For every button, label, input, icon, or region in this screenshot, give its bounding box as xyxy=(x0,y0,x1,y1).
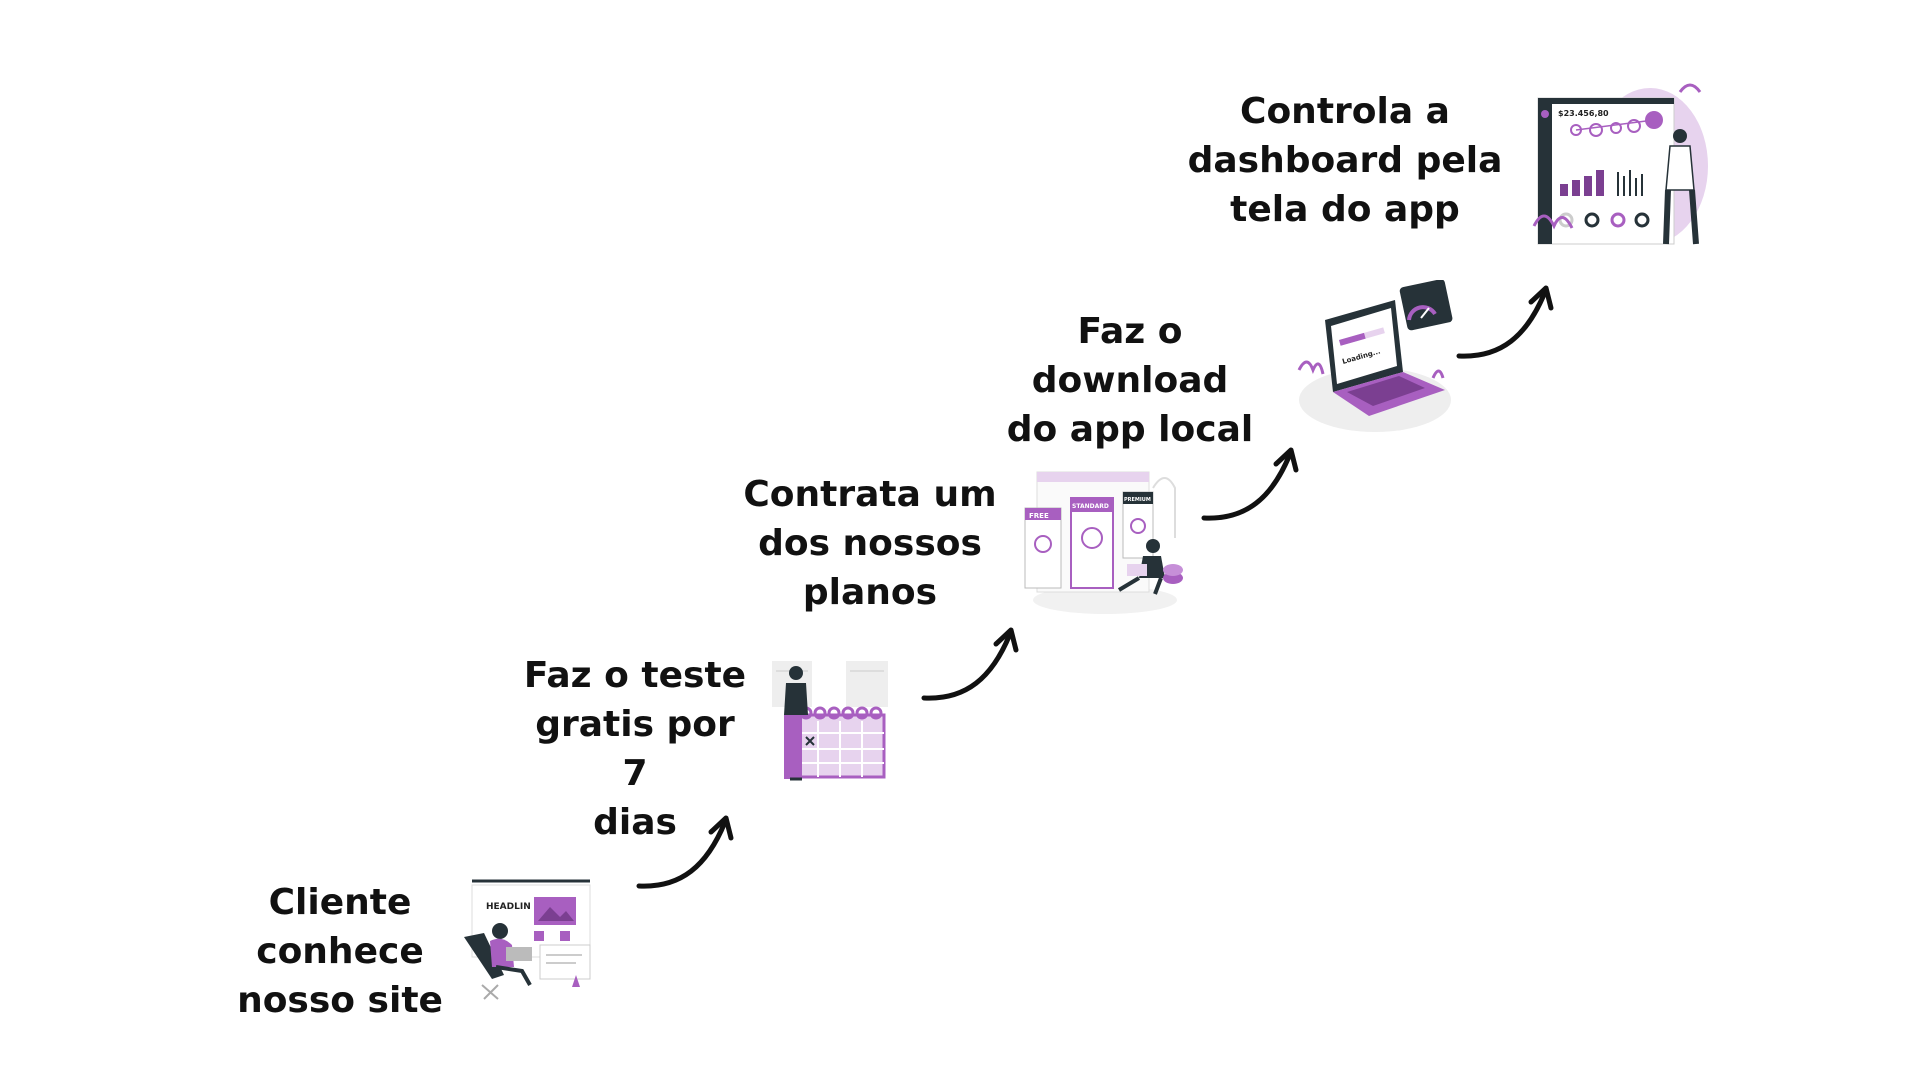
curved-arrow-icon xyxy=(920,620,1030,705)
website-illustration: HEADLIN xyxy=(462,875,602,1005)
step-2-label: Faz o teste gratis por 7 dias xyxy=(523,655,747,843)
step-1-label: Cliente conhece nosso site xyxy=(237,882,443,1021)
pricing-plans-illustration: FREE STANDARD PREMIUM xyxy=(1015,458,1185,618)
step-3-label: Contrata um dos nossos planos xyxy=(743,474,997,613)
step-5-label: Controla a dashboard pela tela do app xyxy=(1187,91,1503,230)
curved-arrow-icon xyxy=(1455,278,1565,363)
dashboard-illustration: $23.456,80 xyxy=(1530,76,1710,251)
plan-standard-text: STANDARD xyxy=(1072,503,1109,510)
site-headline-text: HEADLIN xyxy=(486,902,531,912)
download-laptop-illustration: Loading... xyxy=(1295,280,1455,435)
dashboard-amount-text: $23.456,80 xyxy=(1558,109,1609,118)
calendar-illustration xyxy=(760,655,900,785)
plan-premium-text: PREMIUM xyxy=(1124,497,1151,503)
curved-arrow-icon xyxy=(1200,440,1310,525)
plan-free-text: FREE xyxy=(1029,512,1049,520)
step-4-label: Faz o download do app local xyxy=(1006,311,1254,450)
curved-arrow-icon xyxy=(635,808,745,893)
